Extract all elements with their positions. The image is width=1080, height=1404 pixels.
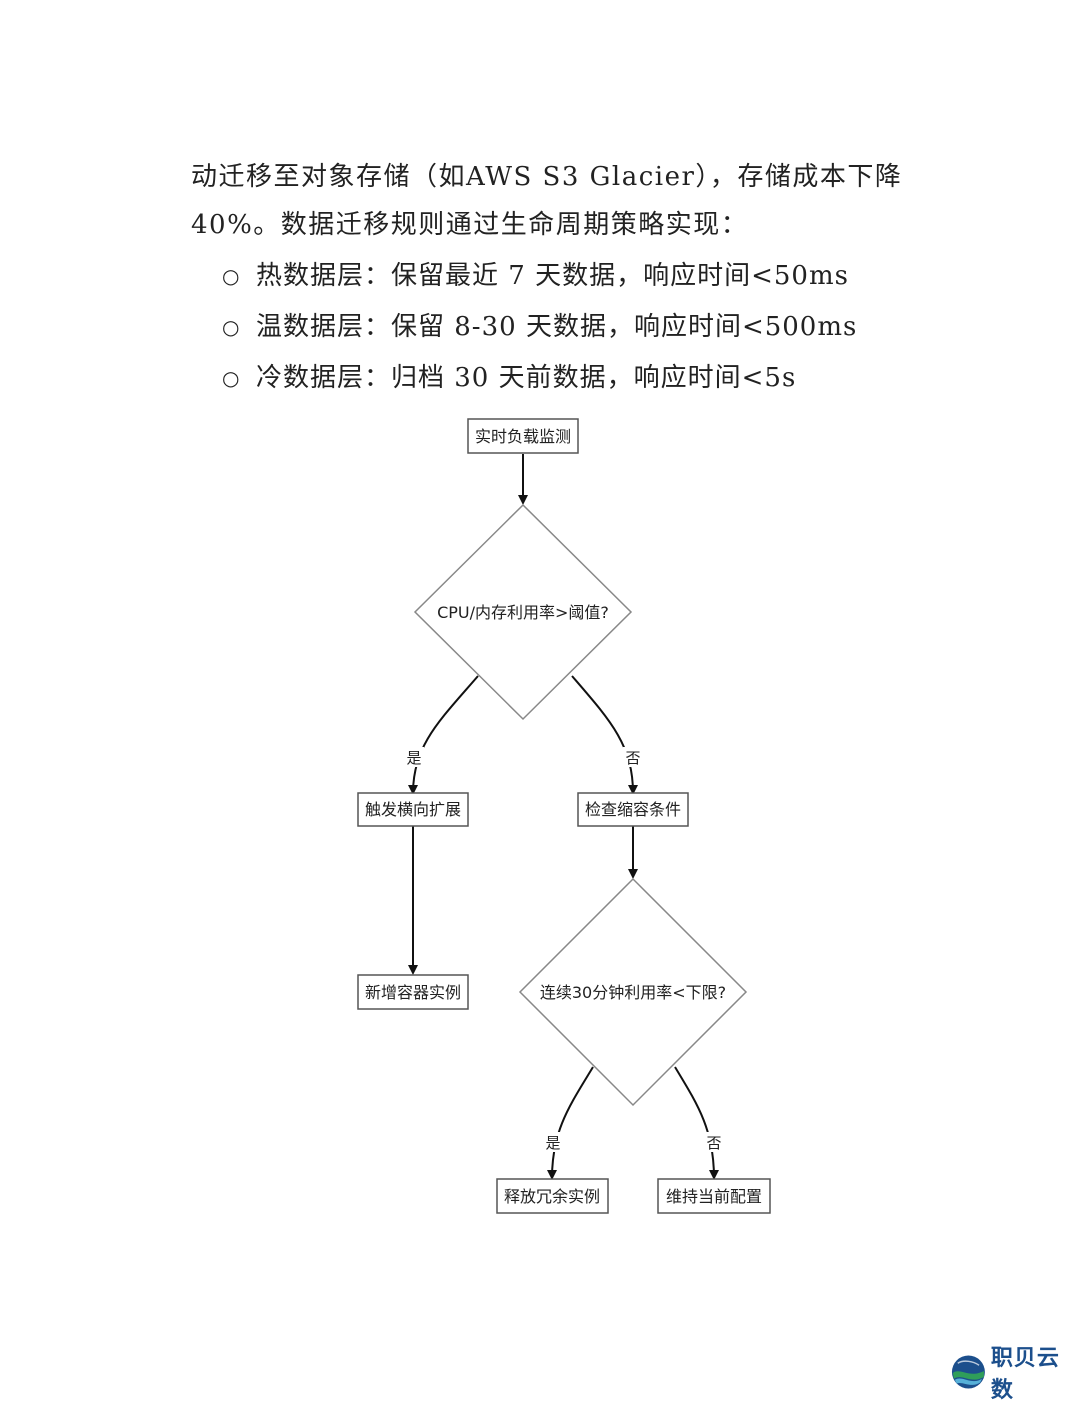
node-add-instance: 新增容器实例 [357,974,469,1010]
node-decision-low: 连续30分钟利用率<下限? [518,877,748,1107]
node-scale-out-label: 触发横向扩展 [365,800,461,819]
globe-logo-icon [951,1355,985,1389]
edge-label-yes: 是 [406,749,421,767]
node-monitor-label: 实时负载监测 [475,427,571,446]
brand-logo: 职贝云数 [950,1346,1080,1403]
edge-label-no: 否 [625,749,640,767]
node-check-shrink-label: 检查缩容条件 [585,800,681,819]
bullet-marker-icon: ○ [222,366,241,390]
bullet-item-hot: ○ 热数据层：保留最近 7 天数据，响应时间<50ms [222,263,849,289]
node-decision-threshold-label: CPU/内存利用率>阈值? [437,603,609,622]
node-release: 释放冗余实例 [496,1178,609,1214]
bullet-marker-icon: ○ [222,264,241,288]
node-decision-low-label: 连续30分钟利用率<下限? [540,983,726,1002]
edge-label-bg [404,747,424,767]
bullet-item-warm: ○ 温数据层：保留 8-30 天数据，响应时间<500ms [222,314,857,340]
node-scale-out: 触发横向扩展 [357,792,469,827]
node-keep-label: 维持当前配置 [666,1187,762,1206]
node-decision-threshold: CPU/内存利用率>阈值? [413,503,633,721]
edge-yes-to-release [547,1066,594,1180]
paragraph-line-2: 40%。数据迁移规则通过生命周期策略实现： [191,210,749,240]
edge-label-yes: 是 [545,1134,560,1152]
bullet-text: 冷数据层：归档 30 天前数据，响应时间<5s [256,363,797,393]
bullet-text: 温数据层：保留 8-30 天数据，响应时间<500ms [256,312,858,342]
edge-label-bg [543,1132,563,1152]
edge-no-to-check-shrink [571,675,638,795]
node-monitor: 实时负载监测 [467,418,579,454]
node-check-shrink: 检查缩容条件 [577,792,689,827]
bullet-item-cold: ○ 冷数据层：归档 30 天前数据，响应时间<5s [222,365,796,391]
edge-yes-to-scale-out [408,675,479,795]
edge-no-to-keep [674,1066,719,1180]
edge-label-no: 否 [706,1134,721,1152]
bullet-marker-icon: ○ [222,315,241,339]
node-add-instance-label: 新增容器实例 [365,983,461,1002]
edge-label-bg [704,1132,724,1152]
edge-label-bg [623,747,643,767]
logo-text: 职贝云数 [990,1346,1060,1403]
bullet-text: 热数据层：保留最近 7 天数据，响应时间<50ms [256,261,849,291]
paragraph-line-1: 动迁移至对象存储（如AWS S3 Glacier），存储成本下降 [191,162,903,192]
node-release-label: 释放冗余实例 [504,1187,600,1206]
node-keep: 维持当前配置 [657,1178,771,1214]
